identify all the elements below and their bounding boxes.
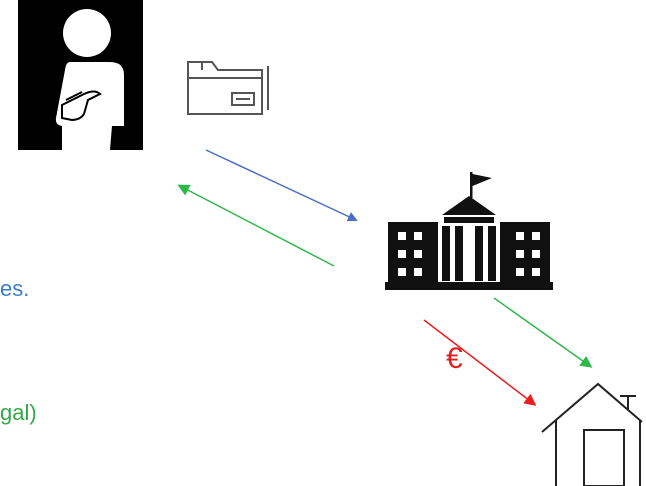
folder-with-document-icon <box>187 61 269 115</box>
person-pointing-self-icon <box>18 0 143 150</box>
house-icon <box>541 382 643 486</box>
arrow-government-to-house-green <box>493 297 593 368</box>
euro-symbol-label: € <box>446 342 463 375</box>
government-building-icon <box>385 172 553 290</box>
arrow-folder-to-government <box>205 149 358 222</box>
arrow-government-to-person <box>177 184 335 267</box>
text-fragment-bottom: gal) <box>0 400 37 425</box>
text-fragment-top: es. <box>0 276 30 301</box>
arrow-government-to-house-red <box>423 319 537 406</box>
